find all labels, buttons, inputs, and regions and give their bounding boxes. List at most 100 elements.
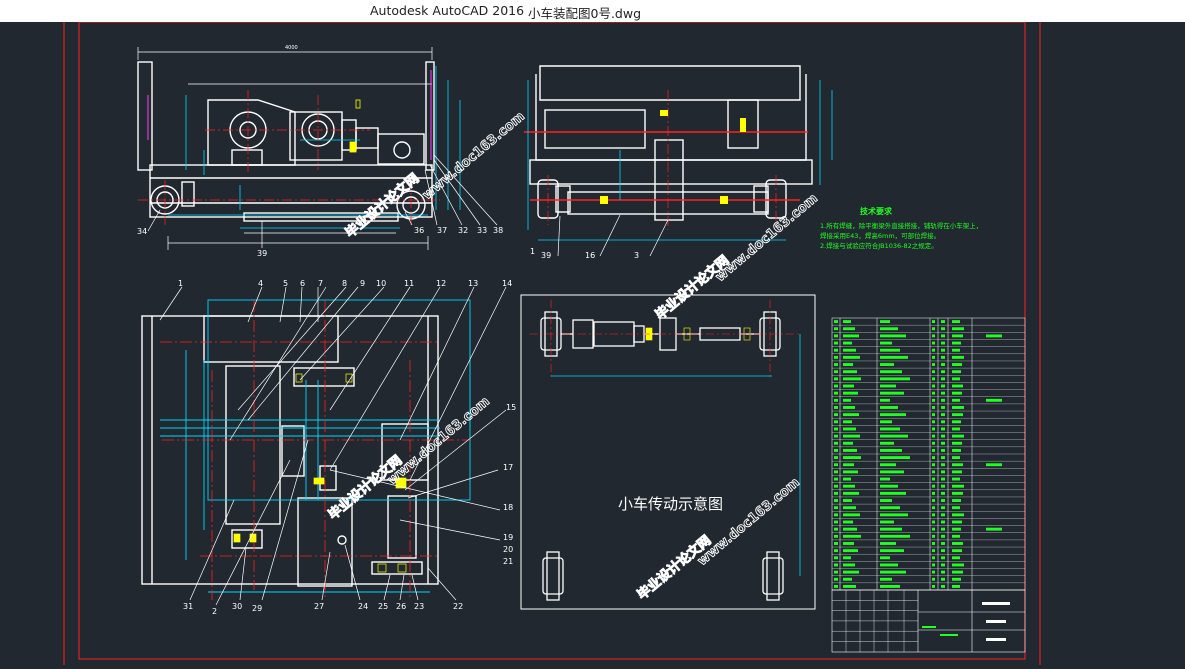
parts-row-cell xyxy=(932,370,935,374)
parts-row-cell xyxy=(880,434,908,438)
parts-row-cell xyxy=(880,334,906,338)
parts-row-cell xyxy=(941,391,945,395)
parts-row-cell xyxy=(952,463,963,467)
parts-row-cell xyxy=(834,556,838,560)
parts-row-cell xyxy=(952,584,960,588)
tech-req-title: 技术要求 xyxy=(860,206,893,216)
parts-row-cell xyxy=(834,348,838,352)
parts-row-cell xyxy=(932,534,935,538)
parts-row-cell xyxy=(843,327,855,331)
parts-row-cell xyxy=(941,520,945,524)
parts-row-cell xyxy=(952,398,960,402)
parts-row-cell xyxy=(932,448,935,452)
watermark-url-4: www.doc163.com xyxy=(695,475,803,569)
parts-row-cell xyxy=(941,577,945,581)
cad-drawing[interactable]: 4000 xyxy=(0,21,1185,665)
parts-row-cell xyxy=(941,434,945,438)
parts-row-cell xyxy=(932,477,935,481)
parts-row-cell xyxy=(880,513,908,517)
parts-row-cell xyxy=(834,370,838,374)
parts-row-cell xyxy=(843,549,858,553)
parts-row-cell xyxy=(932,556,935,560)
parts-row-cell xyxy=(843,420,852,424)
parts-row-cell xyxy=(880,470,904,474)
parts-row-cell xyxy=(941,463,945,467)
parts-row-cell xyxy=(952,520,962,524)
title-block-grid xyxy=(832,590,918,652)
parts-row-cell xyxy=(880,327,898,331)
parts-row-cell xyxy=(952,456,960,460)
callout-p17: 17 xyxy=(503,463,513,472)
parts-row-cell xyxy=(932,327,935,331)
watermark-cn-2: 毕业设计论文网 xyxy=(652,252,732,323)
parts-row-cell xyxy=(932,434,935,438)
parts-row-cell xyxy=(952,363,962,366)
parts-row-cell xyxy=(952,384,963,388)
side-elevation-view[interactable]: 4000 xyxy=(137,45,503,258)
parts-row-cell xyxy=(932,484,935,488)
parts-row-cell xyxy=(880,563,898,567)
parts-row-cell xyxy=(880,427,900,431)
parts-row-cell xyxy=(952,542,963,545)
parts-row-cell xyxy=(834,520,838,524)
parts-row-cell xyxy=(880,491,906,495)
parts-row-cell xyxy=(834,491,838,495)
parts-row-cell xyxy=(941,427,945,431)
parts-row-cell xyxy=(834,355,838,359)
parts-row-cell xyxy=(941,570,945,574)
parts-row-cell xyxy=(941,484,945,488)
callout-p13: 13 xyxy=(468,279,478,288)
end-elevation-view[interactable]: 1 39 16 3 xyxy=(524,65,833,260)
parts-row-cell xyxy=(880,448,902,452)
parts-row-cell xyxy=(880,441,894,445)
callout-p29: 29 xyxy=(252,604,262,613)
parts-row-cell xyxy=(941,384,945,388)
transmission-schematic[interactable]: 小车传动示意图 xyxy=(520,294,816,610)
parts-row-cell xyxy=(880,370,902,374)
parts-row-cell xyxy=(941,341,945,345)
parts-row-cell xyxy=(834,549,838,553)
parts-row-cell xyxy=(941,398,945,402)
parts-row-cell xyxy=(843,413,859,417)
parts-row-cell xyxy=(952,341,961,345)
parts-row-cell xyxy=(952,355,964,359)
parts-row-cell xyxy=(932,348,935,352)
parts-row-cell xyxy=(880,477,890,481)
parts-row-cell xyxy=(952,499,961,502)
parts-row-cell xyxy=(932,341,935,345)
parts-row-cell xyxy=(843,377,861,381)
parts-row-cell xyxy=(941,420,945,424)
plan-view[interactable]: 1 4 5 6 7 8 9 10 11 12 13 14 15 17 18 19… xyxy=(141,279,516,616)
parts-row-cell xyxy=(952,563,964,567)
parts-row-cell xyxy=(952,513,964,517)
parts-row-cell xyxy=(834,341,838,345)
callout-36: 36 xyxy=(414,226,424,235)
parts-row-cell xyxy=(843,556,851,560)
parts-row-cell xyxy=(880,542,896,545)
parts-row-cell xyxy=(843,456,861,460)
parts-row-cell xyxy=(932,391,935,395)
parts-row-cell xyxy=(932,384,935,388)
svg-text:4000: 4000 xyxy=(285,45,298,51)
parts-row-cell xyxy=(834,427,838,431)
parts-row-cell xyxy=(834,434,838,438)
parts-row-cell xyxy=(843,513,860,517)
parts-row-cell xyxy=(843,506,856,510)
parts-row-cell xyxy=(834,534,838,538)
parts-row-cell xyxy=(880,506,900,510)
parts-row-cell xyxy=(834,441,838,445)
parts-row-cell xyxy=(952,556,960,560)
parts-row-cell xyxy=(932,499,935,502)
parts-row-note xyxy=(986,527,1002,531)
callout-32: 32 xyxy=(458,226,468,235)
callout-p1: 1 xyxy=(178,279,183,288)
parts-row-cell xyxy=(941,513,945,517)
parts-row-cell xyxy=(834,570,838,574)
callout-39: 39 xyxy=(257,249,267,258)
parts-row-cell xyxy=(952,377,960,381)
drawing-canvas[interactable]: 4000 xyxy=(0,21,1185,665)
parts-row-cell xyxy=(941,470,945,474)
parts-row-cell xyxy=(941,363,945,366)
parts-row-cell xyxy=(843,448,857,452)
callout-34: 34 xyxy=(137,227,147,236)
